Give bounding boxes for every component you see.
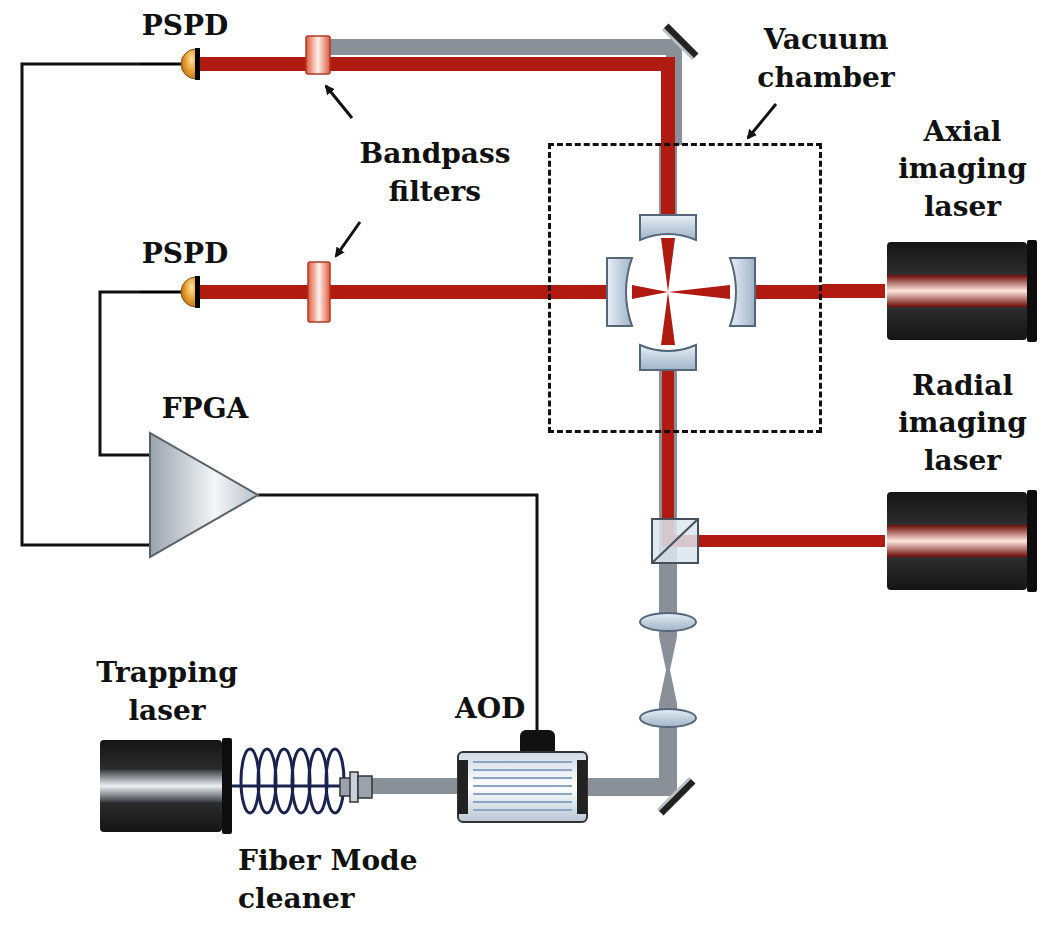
coil-loop [275,749,293,813]
trapping-laser: Trapping laser [92,654,242,834]
imaging-beam [230,64,668,143]
coil-loop [258,749,276,813]
imaging-beam [230,285,548,299]
fpga-amplifier-icon [145,430,265,560]
fiber-coil [232,749,372,813]
imaging-beam [822,284,885,298]
imaging-laser-icon [885,490,1040,592]
node-label: Axial imaging laser [885,113,1040,226]
vacuum-chamber: Vacuum chamber [548,143,822,433]
chamber-lenses [607,215,755,370]
part-label: Fiber Mode cleaner [238,842,478,918]
node-label: Radial imaging laser [885,367,1040,480]
node-label: Trapping laser [92,654,242,730]
part-label: Bandpass filters [335,135,535,211]
signal-wire [22,64,150,545]
leader-arrows [326,86,776,256]
imaging-laser: Axial imaging laser [885,113,1040,342]
aod-device-icon [455,730,590,825]
coil-loop [241,749,259,813]
filters [306,36,330,322]
photodiode-icon [140,47,230,81]
trap-beam [587,433,668,787]
imaging-beam [668,433,885,541]
trapping-laser-icon [92,738,242,834]
node-label: PSPD [140,7,230,45]
coil-loop [309,749,327,813]
aod-device: AOD [455,690,590,825]
photodiode-icon [140,275,230,309]
imaging-laser: Radial imaging laser [885,367,1040,592]
signal-wire [100,292,150,455]
imaging-laser-icon [885,240,1040,342]
node-label: FPGA [145,390,265,428]
photodiode: PSPD [140,235,230,309]
chamber-beams [548,143,822,433]
coil-loop [292,749,310,813]
node-label: AOD [455,690,590,728]
photodiode: PSPD [140,7,230,81]
fpga-amplifier: FPGA [145,390,265,560]
node-label: PSPD [140,235,230,273]
node-label: Vacuum chamber [741,21,911,97]
